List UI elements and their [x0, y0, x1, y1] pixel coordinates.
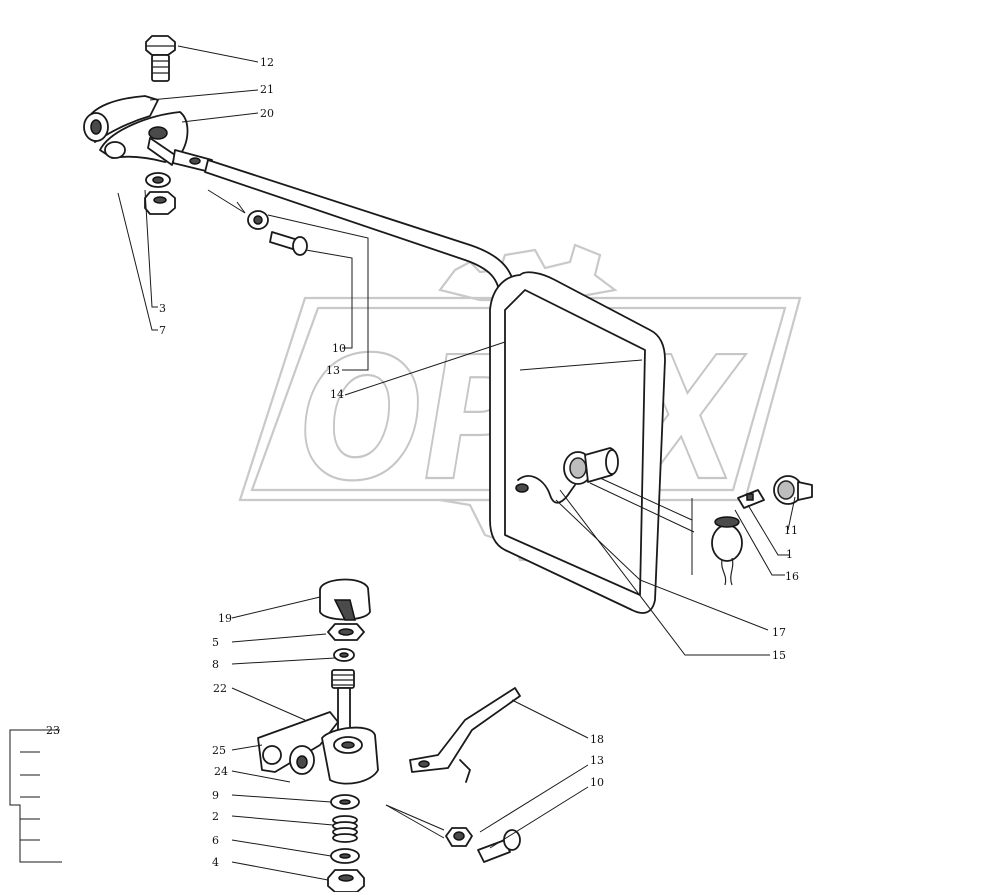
callout-22: 22 — [213, 682, 227, 695]
callout-17: 17 — [772, 626, 786, 639]
leader-lines — [9, 45, 796, 881]
cap-19 — [319, 578, 371, 621]
washer-screw-13-10-top — [247, 210, 308, 256]
callout-8: 8 — [212, 658, 219, 671]
spring-washer-8 — [333, 648, 355, 662]
callout-9: 9 — [212, 789, 219, 802]
callout-19: 19 — [218, 612, 232, 625]
callout-18: 18 — [590, 733, 604, 746]
callout-13-top: 13 — [326, 364, 340, 377]
washer-screw-13-10-bottom — [445, 827, 521, 863]
callout-23: 23 — [46, 724, 60, 737]
rod-mount-and-wire — [515, 447, 619, 504]
nut-5 — [327, 623, 365, 641]
switch-16 — [711, 516, 743, 586]
callout-14: 14 — [330, 388, 344, 401]
callout-20: 20 — [260, 107, 274, 120]
callout-10-top: 10 — [332, 342, 346, 355]
callout-3: 3 — [159, 302, 166, 315]
callout-25: 25 — [212, 744, 226, 757]
callout-labels: 12 21 20 3 7 10 13 14 11 1 16 17 15 18 1… — [46, 56, 799, 869]
washer-nut-3-7 — [144, 172, 176, 215]
bracket-21-20 — [83, 95, 189, 166]
callout-24: 24 — [214, 765, 228, 778]
washer-9 — [330, 794, 360, 810]
washer-6 — [330, 848, 360, 864]
callout-4: 4 — [212, 856, 219, 869]
callout-13-bottom: 13 — [590, 754, 604, 767]
callout-2: 2 — [212, 810, 219, 823]
mirror-housing — [489, 271, 666, 614]
callout-15: 15 — [772, 649, 786, 662]
callout-12: 12 — [260, 56, 274, 69]
connector-1 — [737, 489, 765, 509]
callout-10-bottom: 10 — [590, 776, 604, 789]
callout-5: 5 — [212, 636, 219, 649]
callout-1: 1 — [786, 548, 793, 561]
callout-7: 7 — [159, 324, 166, 337]
callout-11: 11 — [784, 524, 798, 537]
bolt-12 — [145, 35, 176, 82]
callout-6: 6 — [212, 834, 219, 847]
strap-18 — [409, 687, 521, 783]
spring-2 — [332, 815, 358, 843]
nut-4 — [327, 869, 365, 892]
callout-21: 21 — [260, 83, 274, 96]
bracket-24-25 — [257, 711, 379, 785]
grommet-11 — [773, 475, 813, 505]
callout-16: 16 — [785, 570, 799, 583]
